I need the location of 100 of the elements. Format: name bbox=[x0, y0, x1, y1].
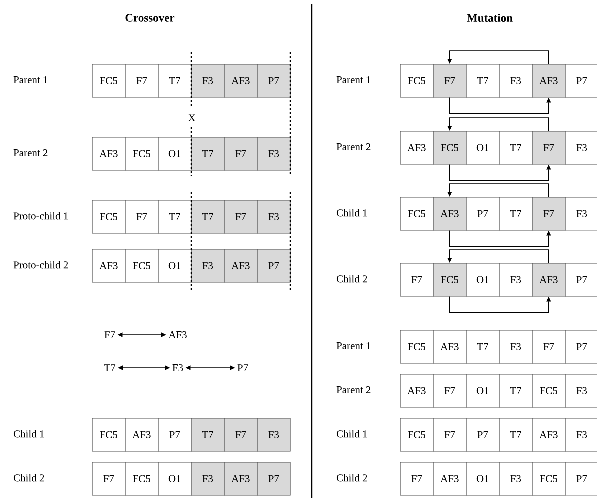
gene-cell: T7 bbox=[499, 197, 533, 231]
gene-cell: F3 bbox=[257, 418, 291, 452]
gene-cell: T7 bbox=[158, 64, 192, 98]
gene-cell: AF3 bbox=[224, 64, 258, 98]
gene-cell: F3 bbox=[565, 418, 597, 452]
row-label: Parent 2 bbox=[14, 149, 48, 157]
swap-arrow bbox=[448, 118, 550, 132]
gene-cell: P7 bbox=[257, 64, 291, 98]
gene-cell: O1 bbox=[466, 131, 500, 165]
gene-cell: P7 bbox=[565, 462, 597, 496]
gene-cell: F7 bbox=[433, 374, 467, 408]
gene-cell: F7 bbox=[224, 418, 258, 452]
section-heading: Mutation bbox=[467, 14, 513, 22]
gene-cell: F7 bbox=[125, 200, 159, 234]
gene-cell: AF3 bbox=[400, 131, 434, 165]
gene-cell: F7 bbox=[532, 330, 566, 364]
gene-cell: O1 bbox=[466, 263, 500, 297]
row-label: Child 2 bbox=[14, 474, 44, 482]
row-label: Proto-child 2 bbox=[14, 261, 68, 269]
gene-cell: AF3 bbox=[400, 374, 434, 408]
cut-mark: X bbox=[187, 114, 197, 122]
gene-cell: FC5 bbox=[433, 263, 467, 297]
gene-cell: P7 bbox=[565, 263, 597, 297]
row-label: Parent 2 bbox=[336, 143, 371, 151]
gene-cell: FC5 bbox=[400, 197, 434, 231]
swap-arrow bbox=[450, 97, 552, 114]
gene-cell: F3 bbox=[499, 263, 533, 297]
gene-cell: F7 bbox=[532, 131, 566, 165]
gene-cell: F3 bbox=[499, 462, 533, 496]
gene-cell: FC5 bbox=[400, 64, 434, 98]
gene-cell: FC5 bbox=[92, 200, 126, 234]
row-label: Parent 1 bbox=[336, 342, 371, 350]
gene-cell: FC5 bbox=[125, 249, 159, 283]
gene-cell: T7 bbox=[191, 200, 225, 234]
gene-cell: P7 bbox=[466, 197, 500, 231]
gene-cell: FC5 bbox=[400, 418, 434, 452]
row-label: Parent 1 bbox=[336, 76, 371, 84]
gene-cell: FC5 bbox=[532, 374, 566, 408]
gene-cell: T7 bbox=[191, 418, 225, 452]
row-label: Parent 2 bbox=[336, 386, 371, 394]
gene-cell: FC5 bbox=[400, 330, 434, 364]
gene-cell: AF3 bbox=[433, 330, 467, 364]
gene-cell: F7 bbox=[400, 263, 434, 297]
gene-cell: F7 bbox=[433, 418, 467, 452]
gene-cell: F7 bbox=[400, 462, 434, 496]
swap-arrow bbox=[448, 250, 550, 264]
gene-cell: P7 bbox=[466, 418, 500, 452]
gene-cell: O1 bbox=[158, 249, 192, 283]
gene-cell: AF3 bbox=[125, 418, 159, 452]
swap-arrow bbox=[448, 50, 550, 64]
gene-cell: O1 bbox=[158, 462, 192, 496]
gene-label: F3 bbox=[172, 364, 184, 372]
gene-cell: O1 bbox=[158, 137, 192, 171]
gene-cell: T7 bbox=[466, 64, 500, 98]
gene-cell: P7 bbox=[257, 462, 291, 496]
gene-cell: T7 bbox=[499, 418, 533, 452]
gene-cell: P7 bbox=[257, 249, 291, 283]
gene-cell: O1 bbox=[466, 374, 500, 408]
gene-cell: FC5 bbox=[92, 418, 126, 452]
gene-cell: AF3 bbox=[532, 418, 566, 452]
gene-label: P7 bbox=[238, 364, 248, 372]
gene-cell: T7 bbox=[499, 131, 533, 165]
row-label: Child 1 bbox=[336, 430, 368, 438]
row-label: Proto-child 1 bbox=[14, 212, 68, 220]
gene-cell: AF3 bbox=[433, 197, 467, 231]
gene-cell: FC5 bbox=[125, 137, 159, 171]
swap-arrow bbox=[450, 230, 552, 248]
gene-cell: F3 bbox=[499, 330, 533, 364]
row-label: Parent 1 bbox=[14, 76, 48, 84]
gene-cell: AF3 bbox=[92, 249, 126, 283]
section-heading: Crossover bbox=[126, 14, 175, 22]
gene-cell: F7 bbox=[125, 64, 159, 98]
row-label: Child 1 bbox=[336, 209, 368, 217]
gene-cell: FC5 bbox=[433, 131, 467, 165]
gene-cell: F3 bbox=[499, 64, 533, 98]
gene-cell: F3 bbox=[565, 131, 597, 165]
gene-cell: FC5 bbox=[125, 462, 159, 496]
gene-cell: P7 bbox=[565, 330, 597, 364]
gene-cell: F7 bbox=[433, 64, 467, 98]
gene-cell: F3 bbox=[191, 64, 225, 98]
gene-label: AF3 bbox=[168, 331, 187, 339]
gene-cell: P7 bbox=[158, 418, 192, 452]
gene-cell: AF3 bbox=[224, 249, 258, 283]
swap-arrow bbox=[448, 184, 550, 198]
gene-cell: F7 bbox=[92, 462, 126, 496]
gene-cell: AF3 bbox=[224, 462, 258, 496]
gene-cell: AF3 bbox=[532, 64, 566, 98]
gene-cell: P7 bbox=[565, 64, 597, 98]
gene-cell: T7 bbox=[499, 374, 533, 408]
row-label: Child 1 bbox=[14, 430, 44, 438]
gene-cell: T7 bbox=[466, 330, 500, 364]
gene-cell: F3 bbox=[191, 249, 225, 283]
row-label: Child 2 bbox=[336, 275, 368, 283]
swap-arrow bbox=[450, 296, 552, 314]
gene-label: T7 bbox=[104, 364, 116, 372]
gene-cell: F3 bbox=[257, 137, 291, 171]
gene-label: F7 bbox=[104, 332, 116, 338]
gene-cell: F3 bbox=[257, 200, 291, 234]
gene-cell: F7 bbox=[224, 200, 258, 234]
swap-arrow bbox=[450, 164, 552, 182]
